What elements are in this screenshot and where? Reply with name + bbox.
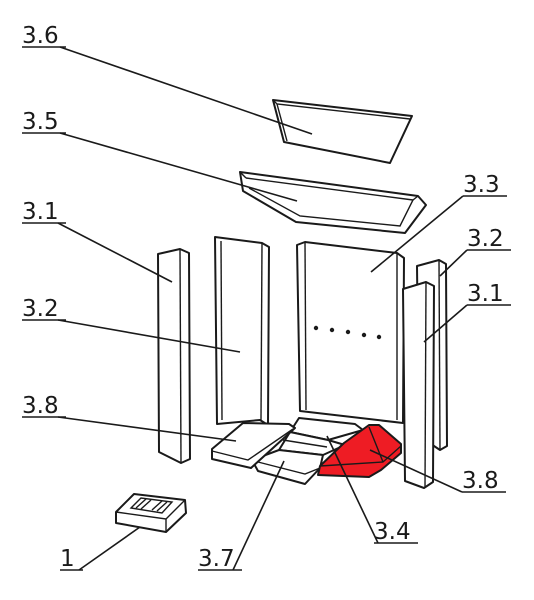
label-3-1-right: 3.1 xyxy=(467,281,504,307)
leader-lines xyxy=(57,46,468,571)
label-3-8-left: 3.8 xyxy=(22,393,59,419)
part-3-2-left-back-brick xyxy=(214,236,270,426)
part-labels: 3.6 3.5 3.1 3.3 3.2 3.1 3.2 3.8 3.8 1 3.… xyxy=(22,23,504,572)
part-3-3-rear-brick xyxy=(296,241,405,424)
label-3-2-left: 3.2 xyxy=(22,296,59,322)
part-3-8-left-floor-brick xyxy=(211,422,296,469)
part-3-1-left-side-brick xyxy=(157,248,191,464)
label-3-7: 3.7 xyxy=(198,546,235,572)
label-3-4: 3.4 xyxy=(374,519,411,545)
label-1: 1 xyxy=(60,546,75,572)
label-3-2-right: 3.2 xyxy=(467,226,504,252)
label-underlines xyxy=(22,46,511,571)
part-1-ash-tray xyxy=(115,493,187,533)
part-3-5-baffle-tray xyxy=(239,171,427,234)
label-3-6: 3.6 xyxy=(22,23,59,49)
label-3-1-left: 3.1 xyxy=(22,199,59,225)
part-3-6-top-plate xyxy=(272,99,413,164)
part-3-1-right-side-brick xyxy=(402,281,435,489)
label-3-5: 3.5 xyxy=(22,109,59,135)
label-3-8-right: 3.8 xyxy=(462,468,499,494)
label-3-3: 3.3 xyxy=(463,172,500,198)
